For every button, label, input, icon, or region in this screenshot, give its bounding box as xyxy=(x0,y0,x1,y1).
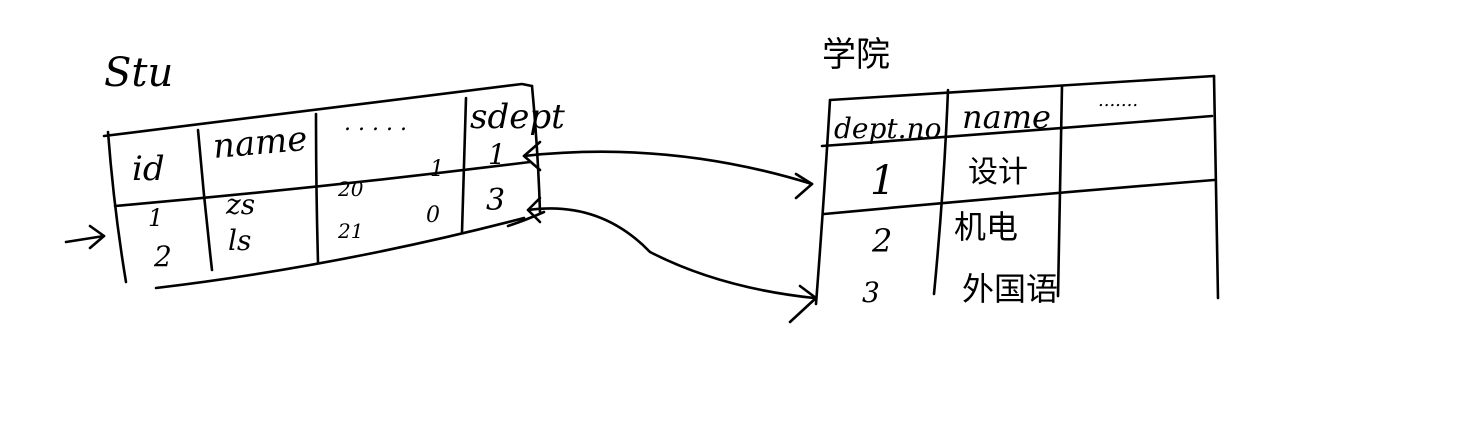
dept-table-top-border xyxy=(828,74,1216,102)
stu-row2-id: 2 xyxy=(153,240,172,273)
stu-row2-sdept: 3 xyxy=(486,183,505,218)
stu-table-header-divider xyxy=(113,160,532,208)
dept-table-left-border xyxy=(814,98,832,306)
stu-table-corner-stroke xyxy=(506,210,546,228)
stu-row2-age: 21 xyxy=(337,219,363,243)
link-arrow-1 xyxy=(522,150,814,186)
stu-table-top-border xyxy=(102,82,534,138)
link-arrow-2-tail xyxy=(526,196,542,224)
dept-header-ellipsis: ....... xyxy=(1098,90,1138,111)
dept-header-deptno: dept.no xyxy=(834,112,941,145)
stu-table-col-divider-3 xyxy=(460,96,468,234)
dept-table-header-divider xyxy=(820,114,1214,148)
dept-row2-name: 机电 xyxy=(954,208,1018,246)
stu-header-sdept: sdept xyxy=(470,97,565,137)
dept-row1-deptno: 1 xyxy=(870,158,895,204)
row-pointer-arrow-shaft xyxy=(64,234,106,244)
dept-row3-name: 外国语 xyxy=(962,270,1058,308)
stu-table-bottom-border xyxy=(154,216,526,290)
stu-row1-name: zs xyxy=(225,188,255,221)
dept-row1-name: 设计 xyxy=(968,155,1028,190)
stu-row1-age: 20 xyxy=(337,177,364,201)
stu-table-title: Stu xyxy=(104,50,173,96)
stu-header-id: id xyxy=(132,149,165,189)
relationship-arrows xyxy=(522,140,818,324)
dept-table-row-divider xyxy=(822,178,1216,216)
dept-table-right-border xyxy=(1212,74,1220,300)
dept-table-col-divider-2 xyxy=(1056,84,1064,298)
dept-table-col-divider-1 xyxy=(932,88,950,296)
dept-table-title: 学院 xyxy=(822,35,890,75)
dept-row2-deptno: 2 xyxy=(871,222,892,260)
stu-row1-id: 1 xyxy=(148,204,163,232)
dept-header-name: name xyxy=(962,98,1051,136)
stu-row1-sdept: 1 xyxy=(488,138,506,171)
stu-table: Stu id name . . . . . sdept 1 zs 20 1 1 … xyxy=(64,50,565,290)
stu-table-left-border xyxy=(106,130,128,284)
stu-row1-flag: 1 xyxy=(430,157,444,182)
stu-row2-name: ls xyxy=(228,224,251,257)
link-arrow-2-head xyxy=(788,284,818,324)
stu-table-col-divider-2 xyxy=(314,112,320,264)
link-arrow-2 xyxy=(526,207,816,300)
dept-table: 学院 dept.no name ....... 1 设计 2 机电 3 外国语 xyxy=(814,35,1220,309)
stu-row2-flag: 0 xyxy=(426,203,440,228)
stu-table-col-divider-1 xyxy=(196,128,214,272)
stu-header-ellipsis: . . . . . xyxy=(344,111,407,136)
link-arrow-1-tail xyxy=(522,140,542,172)
dept-row3-deptno: 3 xyxy=(862,276,880,309)
row-pointer-arrow-head xyxy=(88,224,106,250)
link-arrow-1-head xyxy=(794,172,814,200)
stu-header-name: name xyxy=(211,119,309,167)
